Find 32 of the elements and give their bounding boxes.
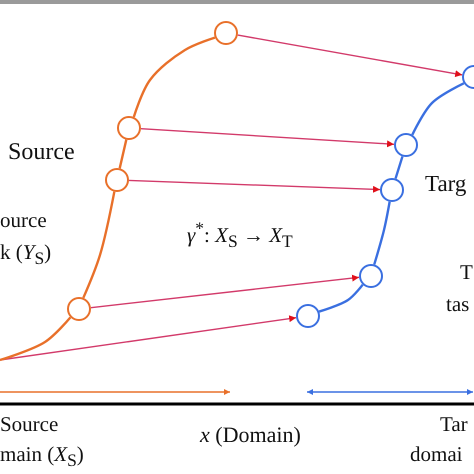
axis-label: x (Domain) [200, 424, 301, 446]
source-point [67, 297, 91, 321]
target-point [296, 304, 320, 328]
arrow [90, 274, 360, 308]
arrow [238, 34, 462, 78]
task-label: T [460, 262, 473, 283]
curve-segment [118, 139, 128, 169]
target-point [380, 178, 404, 202]
domain-label: Targ [425, 172, 466, 195]
curve-segment [373, 202, 391, 265]
target-point [359, 264, 383, 288]
source-point [214, 21, 238, 45]
axis-label: main (X$_{S}$) [0, 444, 84, 470]
source-point [117, 116, 141, 140]
arrow [128, 180, 380, 193]
curve-segment [411, 82, 464, 136]
target-point [394, 133, 418, 157]
axis-label: Tar [440, 414, 468, 435]
task-label: k (Y$_{S}$) [0, 242, 52, 268]
curve-segment [0, 316, 72, 362]
axis-label: domai [410, 444, 462, 465]
curve-segment [82, 191, 116, 298]
curve-segment [132, 36, 216, 118]
curve-segment [318, 284, 364, 313]
mapping-label: γ$^{*}$: X$_{S}$ → X$_{T}$ [187, 220, 293, 251]
task-label: ource [0, 210, 47, 231]
task-label: tas [446, 294, 470, 315]
domain-label: Source [8, 140, 75, 164]
axis-label: Source [0, 414, 58, 435]
curve-segment [394, 156, 404, 179]
arrow [140, 128, 394, 148]
source-point [105, 168, 129, 192]
